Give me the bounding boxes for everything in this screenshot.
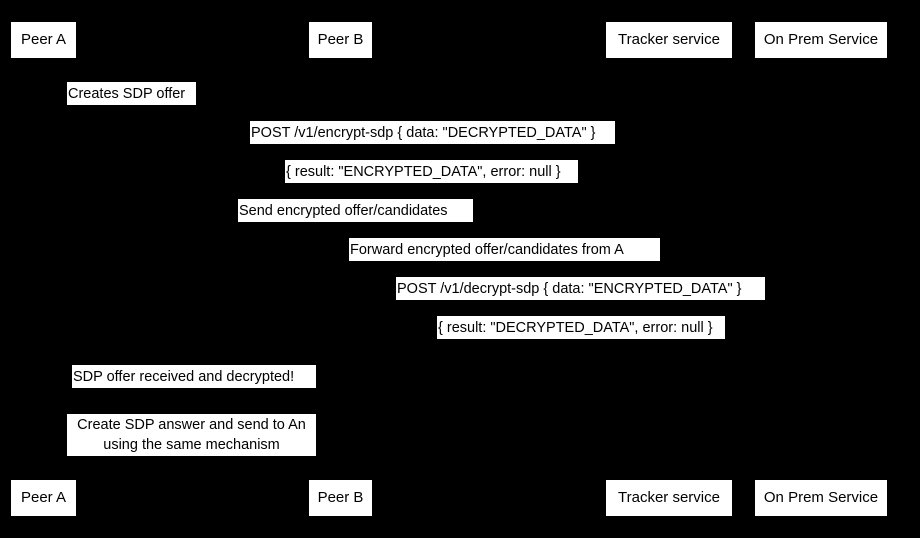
- participant-header-tracker-service[interactable]: Tracker service: [605, 21, 733, 59]
- participant-header-peer-b[interactable]: Peer B: [308, 21, 373, 59]
- lifeline-peer-a: [43, 59, 44, 479]
- message-text: { result: "ENCRYPTED_DATA", error: null …: [286, 163, 561, 180]
- message-text: POST /v1/decrypt-sdp { data: "ENCRYPTED_…: [397, 280, 742, 297]
- message-post-decrypt-sdp: POST /v1/decrypt-sdp { data: "ENCRYPTED_…: [396, 277, 765, 300]
- participant-label: Peer A: [20, 30, 67, 48]
- message-send-encrypted-offer-candidates: Send encrypted offer/candidates: [238, 199, 473, 222]
- lifeline-on-prem-service: [821, 59, 822, 479]
- message-sdp-offer-received: SDP offer received and decrypted!: [72, 365, 316, 388]
- message-creates-sdp-offer: Creates SDP offer: [67, 82, 196, 105]
- message-create-sdp-answer: Create SDP answer and send to An using t…: [67, 414, 316, 456]
- message-text: SDP offer received and decrypted!: [73, 368, 295, 385]
- participant-label: Peer B: [317, 30, 364, 48]
- participant-label: On Prem Service: [763, 30, 879, 48]
- lifeline-tracker-service: [669, 59, 670, 479]
- message-text: { result: "DECRYPTED_DATA", error: null …: [438, 319, 713, 336]
- participant-label: Peer B: [317, 488, 364, 506]
- participant-label: On Prem Service: [763, 488, 879, 506]
- participant-header-peer-a[interactable]: Peer A: [10, 21, 77, 59]
- message-text-line-2: using the same mechanism: [103, 437, 280, 453]
- message-forward-encrypted-offer-candidates: Forward encrypted offer/candidates from …: [349, 238, 660, 261]
- participant-label: Peer A: [20, 488, 67, 506]
- message-text: POST /v1/encrypt-sdp { data: "DECRYPTED_…: [251, 124, 596, 141]
- participant-footer-tracker-service[interactable]: Tracker service: [605, 479, 733, 517]
- message-text-line-1: Create SDP answer and send to An: [77, 417, 306, 433]
- participant-footer-peer-a[interactable]: Peer A: [10, 479, 77, 517]
- message-text: Creates SDP offer: [68, 85, 186, 102]
- participant-label: Tracker service: [618, 30, 720, 48]
- message-decrypt-sdp-result: { result: "DECRYPTED_DATA", error: null …: [437, 316, 725, 339]
- message-post-encrypt-sdp: POST /v1/encrypt-sdp { data: "DECRYPTED_…: [250, 121, 615, 144]
- message-text: Send encrypted offer/candidates: [239, 202, 448, 219]
- message-encrypt-sdp-result: { result: "ENCRYPTED_DATA", error: null …: [285, 160, 578, 183]
- message-text: Forward encrypted offer/candidates from …: [350, 241, 624, 258]
- participant-header-on-prem-service[interactable]: On Prem Service: [754, 21, 888, 59]
- lifeline-peer-b: [340, 59, 341, 479]
- participant-footer-on-prem-service[interactable]: On Prem Service: [754, 479, 888, 517]
- participant-label: Tracker service: [618, 488, 720, 506]
- participant-footer-peer-b[interactable]: Peer B: [308, 479, 373, 517]
